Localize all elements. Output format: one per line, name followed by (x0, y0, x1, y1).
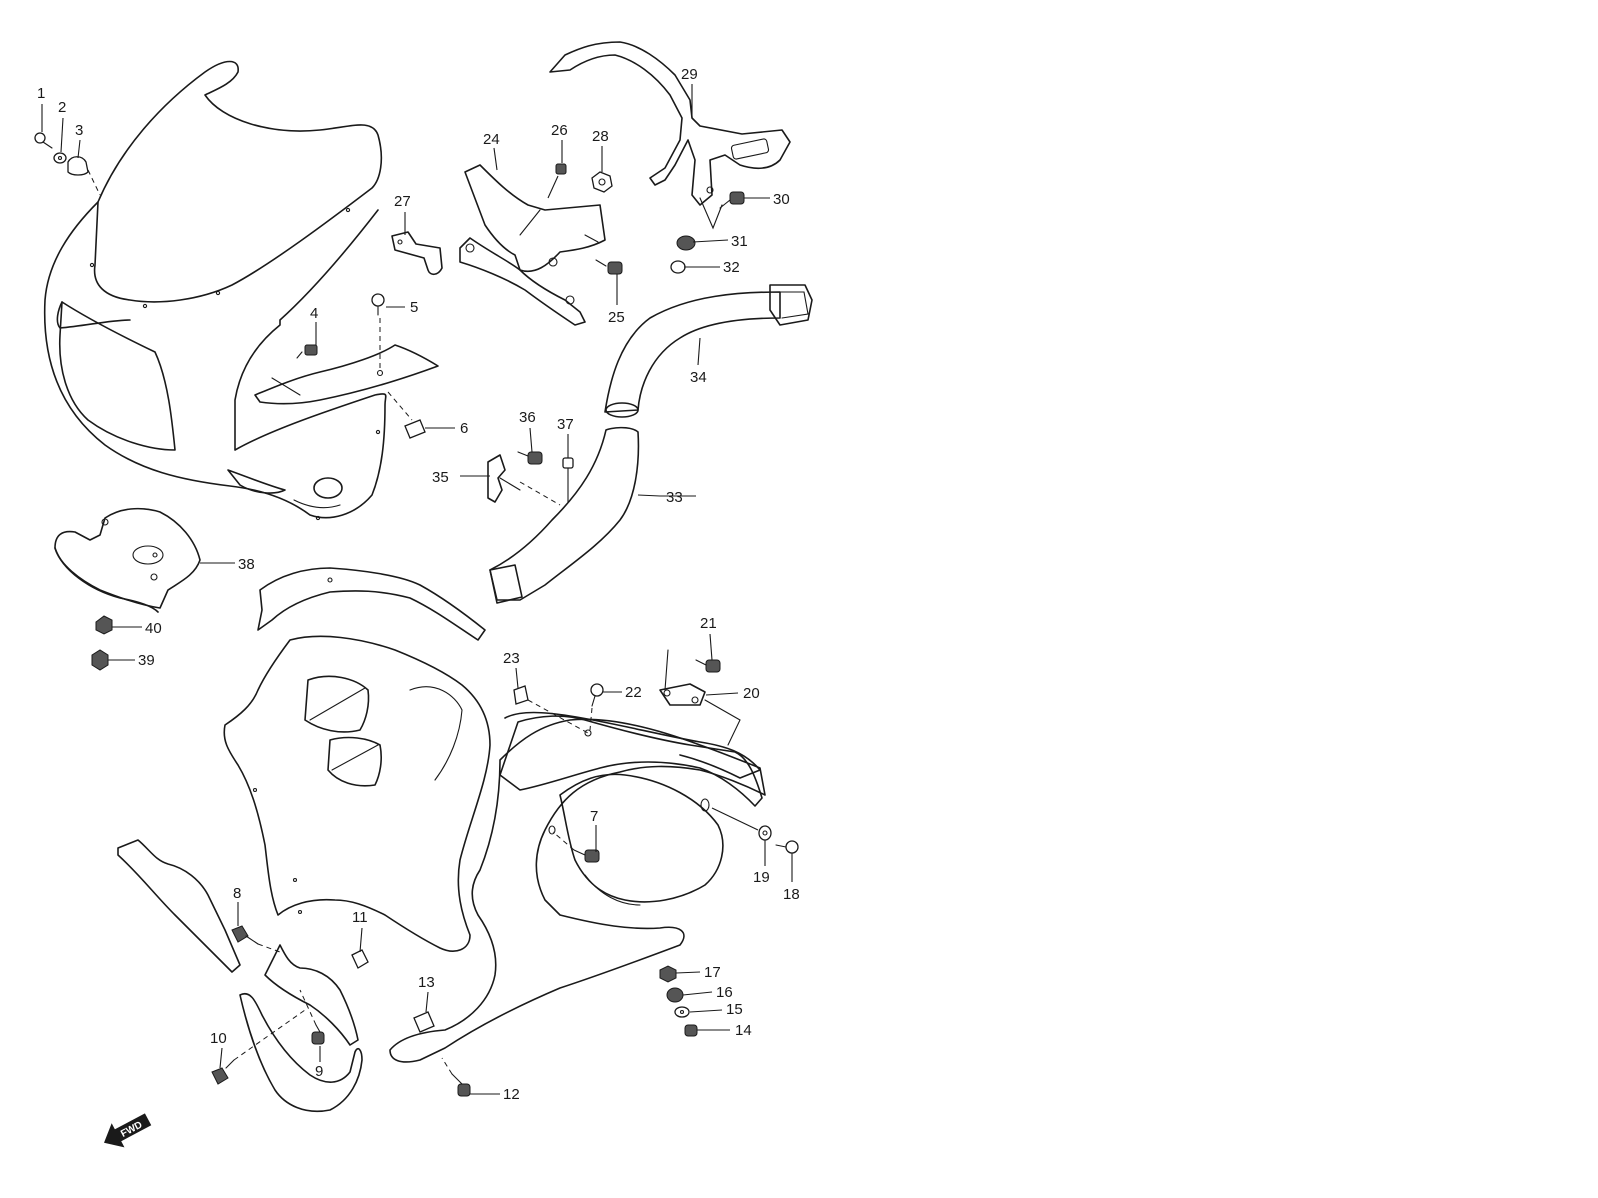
callout-40: 40 (145, 620, 162, 637)
bracket-20 (659, 649, 741, 746)
under-cowling-lower (389, 711, 766, 1063)
callout-26: 26 (551, 122, 568, 139)
callout-28: 28 (592, 128, 609, 145)
screw-26 (555, 163, 567, 175)
washer-19 (758, 825, 772, 841)
duct-bracket-35 (487, 454, 521, 503)
screw-37 (562, 457, 574, 476)
air-duct-34 (604, 284, 813, 418)
under-cowl-inner-panel (499, 715, 763, 807)
callout-13: 13 (418, 974, 435, 991)
screw-8 (231, 925, 259, 945)
leader-lines (41, 84, 793, 1095)
washer-15 (674, 1006, 690, 1018)
bolt-39 (91, 649, 109, 671)
callout-labels: 1 2 3 4 5 6 7 8 9 10 11 12 13 14 15 16 1… (37, 66, 800, 1103)
callout-37: 37 (557, 416, 574, 433)
nut-40 (95, 615, 113, 635)
callout-1: 1 (37, 85, 45, 102)
callout-15: 15 (726, 1001, 743, 1018)
screw-22 (590, 683, 604, 707)
grommet-3 (67, 156, 89, 176)
callout-31: 31 (731, 233, 748, 250)
callout-35: 35 (432, 469, 449, 486)
screw-10 (211, 1059, 235, 1085)
screw-7 (573, 849, 600, 863)
callout-32: 32 (723, 259, 740, 276)
callout-3: 3 (75, 122, 83, 139)
fairing-cover-left (117, 839, 241, 973)
bolt-36 (517, 451, 543, 465)
callout-29: 29 (681, 66, 698, 83)
clip-nut-6 (404, 419, 426, 439)
callout-23: 23 (503, 650, 520, 667)
clip-nut-11 (351, 949, 369, 969)
callout-7: 7 (590, 808, 598, 825)
callout-30: 30 (773, 191, 790, 208)
callout-6: 6 (460, 420, 468, 437)
callout-22: 22 (625, 684, 642, 701)
fwd-direction-arrow-icon: FWD (104, 1113, 152, 1148)
screw-9 (311, 1024, 325, 1045)
clip-nut-13 (413, 1011, 435, 1033)
nut-28 (591, 171, 613, 193)
bolt-30 (719, 191, 745, 209)
grommet-16 (666, 987, 684, 1003)
chin-spoiler (239, 993, 363, 1113)
callout-10: 10 (210, 1030, 227, 1047)
callout-14: 14 (735, 1022, 752, 1039)
callout-25: 25 (608, 309, 625, 326)
callout-16: 16 (716, 984, 733, 1001)
callout-20: 20 (743, 685, 760, 702)
screw-12 (451, 1073, 471, 1097)
air-duct-33 (489, 426, 640, 604)
screw-5 (371, 293, 385, 316)
callout-9: 9 (315, 1063, 323, 1080)
callout-17: 17 (704, 964, 721, 981)
callout-21: 21 (700, 615, 717, 632)
screw-1 (34, 132, 53, 149)
screw-4 (296, 344, 318, 359)
callout-11: 11 (352, 909, 368, 926)
callout-36: 36 (519, 409, 536, 426)
bracket-27 (391, 231, 443, 276)
callout-5: 5 (410, 299, 418, 316)
callout-24: 24 (483, 131, 500, 148)
cowl-stay-29 (549, 41, 791, 206)
cowl-bracket-24 (459, 164, 606, 326)
middle-fairing (257, 567, 486, 641)
callout-27: 27 (394, 193, 411, 210)
screw-18 (775, 840, 799, 854)
callout-39: 39 (138, 652, 155, 669)
callout-18: 18 (783, 886, 800, 903)
callout-34: 34 (690, 369, 707, 386)
under-cowling-left (223, 635, 491, 952)
grommet-31 (676, 235, 696, 251)
callout-19: 19 (753, 869, 770, 886)
washer-2 (53, 152, 67, 164)
inner-panel (254, 344, 439, 405)
callout-8: 8 (233, 885, 241, 902)
grommet-32 (670, 260, 686, 274)
clip-nut-23 (513, 685, 529, 705)
upper-cowling (43, 60, 387, 521)
fwd-label: FWD (119, 1120, 144, 1140)
side-panel-38 (54, 507, 201, 613)
bolt-25 (595, 259, 623, 275)
bolt-21 (695, 659, 721, 673)
callout-12: 12 (503, 1086, 520, 1103)
callout-2: 2 (58, 99, 66, 116)
callout-4: 4 (310, 305, 318, 322)
lower-side-cover (264, 944, 359, 1046)
screw-14 (684, 1024, 698, 1037)
callout-38: 38 (238, 556, 255, 573)
callout-33: 33 (666, 489, 683, 506)
nut-17 (659, 965, 677, 983)
